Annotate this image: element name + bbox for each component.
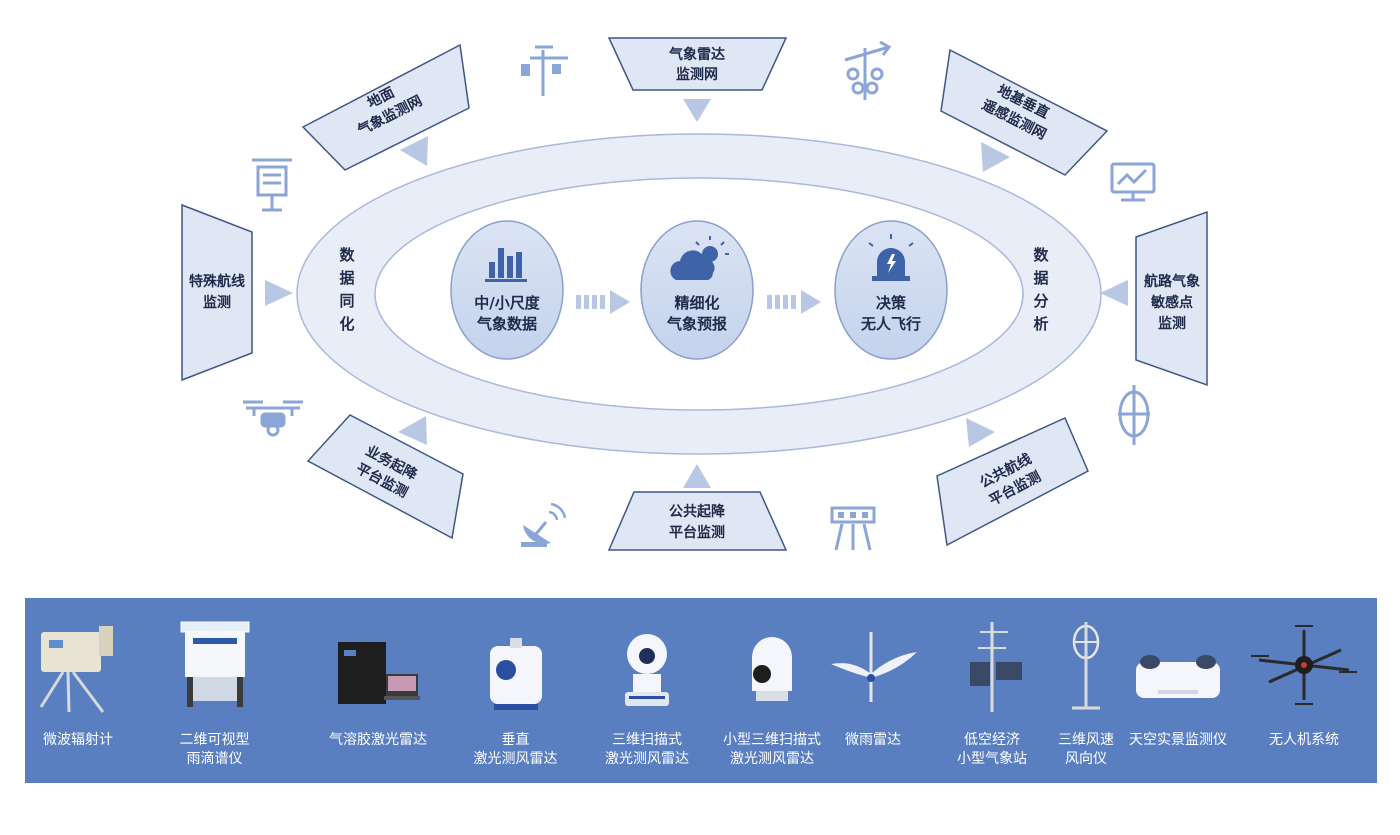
- arrow-topright: [981, 142, 1010, 172]
- svg-text:无人飞行: 无人飞行: [860, 315, 921, 333]
- source-public-route: 公共航线 平台监测: [936, 417, 1089, 547]
- uav-system-icon: [1251, 625, 1357, 705]
- aerosol-lidar-icon: [338, 642, 420, 704]
- vertical-wind-lidar-icon: [489, 638, 542, 710]
- source-surface-network: 地面 气象监测网: [301, 43, 470, 171]
- satellite-dish-icon: [521, 502, 567, 547]
- arrow-topleft: [400, 136, 428, 166]
- source-business-platform: 业务起降 平台监测: [306, 414, 464, 540]
- disdrometer-icon: [180, 621, 249, 707]
- equipment-item: 三维扫描式激光测风雷达: [582, 598, 712, 783]
- equipment-item: 二维可视型雨滴谱仪: [152, 598, 277, 783]
- equipment-item: 低空经济小型气象站: [927, 598, 1057, 783]
- svg-text:敏感点: 敏感点: [1150, 294, 1193, 311]
- svg-text:气象雷达: 气象雷达: [668, 46, 725, 63]
- ring-label-assimilation: 数 据 同 化: [339, 246, 355, 333]
- source-ground-remote-network: 地基垂直 遥感监测网: [940, 48, 1109, 176]
- equipment-item: 气溶胶激光雷达: [303, 598, 453, 783]
- monitor-chart-icon: [1110, 162, 1156, 202]
- node-mesoscale-data: 中/小尺度 气象数据: [450, 220, 564, 360]
- weather-station-icon: [521, 45, 568, 96]
- source-radar-network: 气象雷达 监测网: [607, 37, 788, 91]
- svg-text:监测网: 监测网: [676, 66, 718, 83]
- arrow-top-down: [683, 99, 711, 122]
- anemometer-icon: [1072, 622, 1100, 710]
- svg-text:特殊航线: 特殊航线: [189, 273, 245, 290]
- svg-text:监测: 监测: [1158, 315, 1186, 332]
- equipment-bar: 微波辐射计 二维可视型雨滴谱仪 气溶胶激光雷达 垂直激光测风雷达: [25, 598, 1377, 783]
- 3d-scanning-lidar-icon: [625, 634, 669, 706]
- small-weather-station-icon: [970, 622, 1022, 712]
- microwave-radiometer-icon: [39, 626, 113, 713]
- equipment-item: 微波辐射计: [27, 598, 129, 783]
- svg-text:监测: 监测: [203, 294, 231, 311]
- micro-rain-radar-icon: [831, 632, 917, 702]
- svg-text:平台监测: 平台监测: [669, 524, 725, 541]
- equipment-item: 微雨雷达: [824, 598, 922, 783]
- svg-text:同: 同: [339, 292, 354, 310]
- node-fine-forecast: 精细化 气象预报: [640, 220, 754, 360]
- arrow-bottomright: [966, 418, 995, 447]
- svg-text:数: 数: [1033, 246, 1049, 264]
- wind-vane-icon: [844, 40, 892, 100]
- svg-text:气象预报: 气象预报: [666, 315, 727, 333]
- svg-text:析: 析: [1033, 315, 1048, 333]
- equipment-item: 垂直激光测风雷达: [458, 598, 573, 783]
- svg-text:决策: 决策: [876, 294, 907, 312]
- small-3d-lidar-icon: [752, 637, 792, 701]
- svg-text:数: 数: [339, 246, 355, 264]
- node-decision-flight: 决策 无人飞行: [834, 220, 948, 360]
- flow-arrow-2: [767, 290, 821, 314]
- beacon-icon: [1118, 385, 1150, 445]
- arrow-bottomleft: [398, 416, 427, 445]
- source-special-route: 特殊航线 监测: [181, 203, 253, 382]
- flow-arrow-1: [576, 290, 630, 314]
- source-public-platform: 公共起降 平台监测: [607, 491, 788, 551]
- svg-text:公共起降: 公共起降: [669, 503, 726, 520]
- source-route-sensitive: 航路气象 敏感点 监测: [1135, 210, 1208, 387]
- arrow-right-in: [1100, 280, 1128, 306]
- svg-text:化: 化: [339, 315, 354, 333]
- svg-text:据: 据: [339, 269, 354, 287]
- svg-text:精细化: 精细化: [674, 294, 719, 312]
- arrow-bottom-up: [683, 464, 711, 488]
- arrow-left-in: [265, 280, 293, 306]
- radar-array-icon: [830, 506, 876, 551]
- bar-chart-icon: [485, 248, 527, 282]
- equipment-item: 无人机系统: [1251, 598, 1357, 783]
- ring-label-analysis: 数 据 分 析: [1033, 246, 1049, 333]
- svg-text:中/小尺度: 中/小尺度: [474, 294, 540, 312]
- svg-text:分: 分: [1033, 292, 1048, 310]
- svg-text:气象数据: 气象数据: [476, 315, 537, 333]
- alarm-beacon-icon: [868, 234, 914, 281]
- svg-text:据: 据: [1033, 269, 1048, 287]
- equipment-item: 小型三维扫描式激光测风雷达: [708, 598, 836, 783]
- svg-text:航路气象: 航路气象: [1144, 273, 1200, 290]
- equipment-item: 天空实景监测仪: [1123, 598, 1233, 783]
- cloud-sun-icon: [670, 236, 729, 280]
- equipment-item: 三维风速风向仪: [1031, 598, 1141, 783]
- sky-camera-icon: [1136, 655, 1220, 698]
- tower-icon: [252, 158, 292, 212]
- drone-icon: [243, 400, 303, 437]
